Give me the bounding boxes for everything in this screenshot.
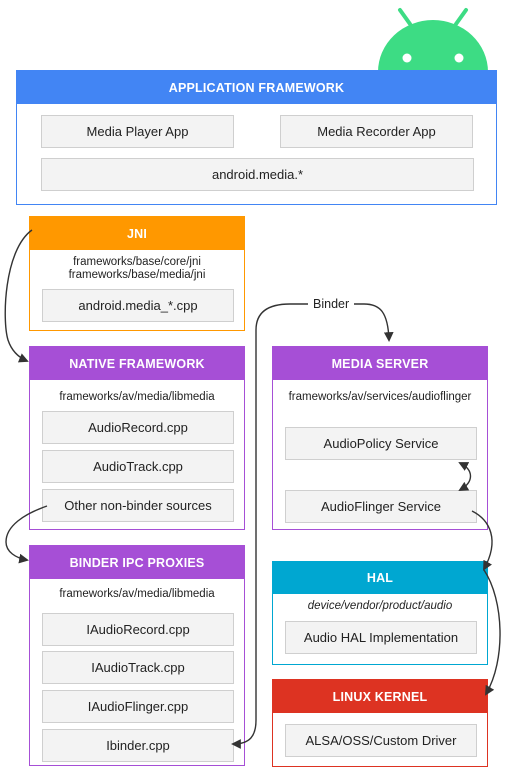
hal-path: device/vendor/product/audio: [307, 600, 453, 612]
other-non-binder-sources: Other non-binder sources: [42, 489, 234, 522]
audio-hal-implementation: Audio HAL Implementation: [285, 621, 477, 654]
media-recorder-app: Media Recorder App: [280, 115, 473, 148]
native-framework-path: frameworks/av/media/libmedia: [59, 391, 215, 403]
binder-label: Binder: [308, 297, 355, 311]
arrow-jni-to-native: [4, 229, 33, 363]
ibinder-cpp: Ibinder.cpp: [42, 729, 234, 762]
iaudioflinger-cpp: IAudioFlinger.cpp: [42, 690, 234, 723]
audioflinger-service: AudioFlinger Service: [285, 490, 477, 523]
iaudiorecord-cpp: IAudioRecord.cpp: [42, 613, 234, 646]
audiorecord-cpp: AudioRecord.cpp: [42, 411, 234, 444]
iaudiotrack-cpp: IAudioTrack.cpp: [42, 651, 234, 684]
media-server-path: frameworks/av/services/audioflinger: [288, 391, 472, 403]
application-framework-title: APPLICATION FRAMEWORK: [17, 71, 496, 104]
linux-kernel-box: LINUX KERNEL ALSA/OSS/Custom Driver: [272, 679, 488, 767]
android-media-package: android.media.*: [41, 158, 474, 191]
jni-path-media: frameworks/base/media/jni: [68, 269, 206, 281]
binder-ipc-path: frameworks/av/media/libmedia: [59, 588, 215, 600]
linux-kernel-title: LINUX KERNEL: [273, 680, 487, 713]
jni-box: JNI frameworks/base/core/jni frameworks/…: [29, 216, 245, 331]
native-framework-box: NATIVE FRAMEWORK frameworks/av/media/lib…: [29, 346, 245, 530]
jni-title: JNI: [30, 217, 244, 250]
audiopolicy-service: AudioPolicy Service: [285, 427, 477, 460]
binder-ipc-proxies-title: BINDER IPC PROXIES: [30, 546, 244, 579]
native-framework-title: NATIVE FRAMEWORK: [30, 347, 244, 380]
hal-box: HAL device/vendor/product/audio Audio HA…: [272, 561, 488, 665]
media-server-title: MEDIA SERVER: [273, 347, 487, 380]
hal-title: HAL: [273, 562, 487, 594]
media-player-app: Media Player App: [41, 115, 234, 148]
media-server-box: MEDIA SERVER frameworks/av/services/audi…: [272, 346, 488, 530]
audiotrack-cpp: AudioTrack.cpp: [42, 450, 234, 483]
alsa-oss-custom-driver: ALSA/OSS/Custom Driver: [285, 724, 477, 757]
binder-ipc-proxies-box: BINDER IPC PROXIES frameworks/av/media/l…: [29, 545, 245, 766]
application-framework-box: APPLICATION FRAMEWORK Media Player App M…: [16, 70, 497, 205]
jni-path-core: frameworks/base/core/jni: [73, 256, 201, 268]
jni-source-file: android.media_*.cpp: [42, 289, 234, 322]
